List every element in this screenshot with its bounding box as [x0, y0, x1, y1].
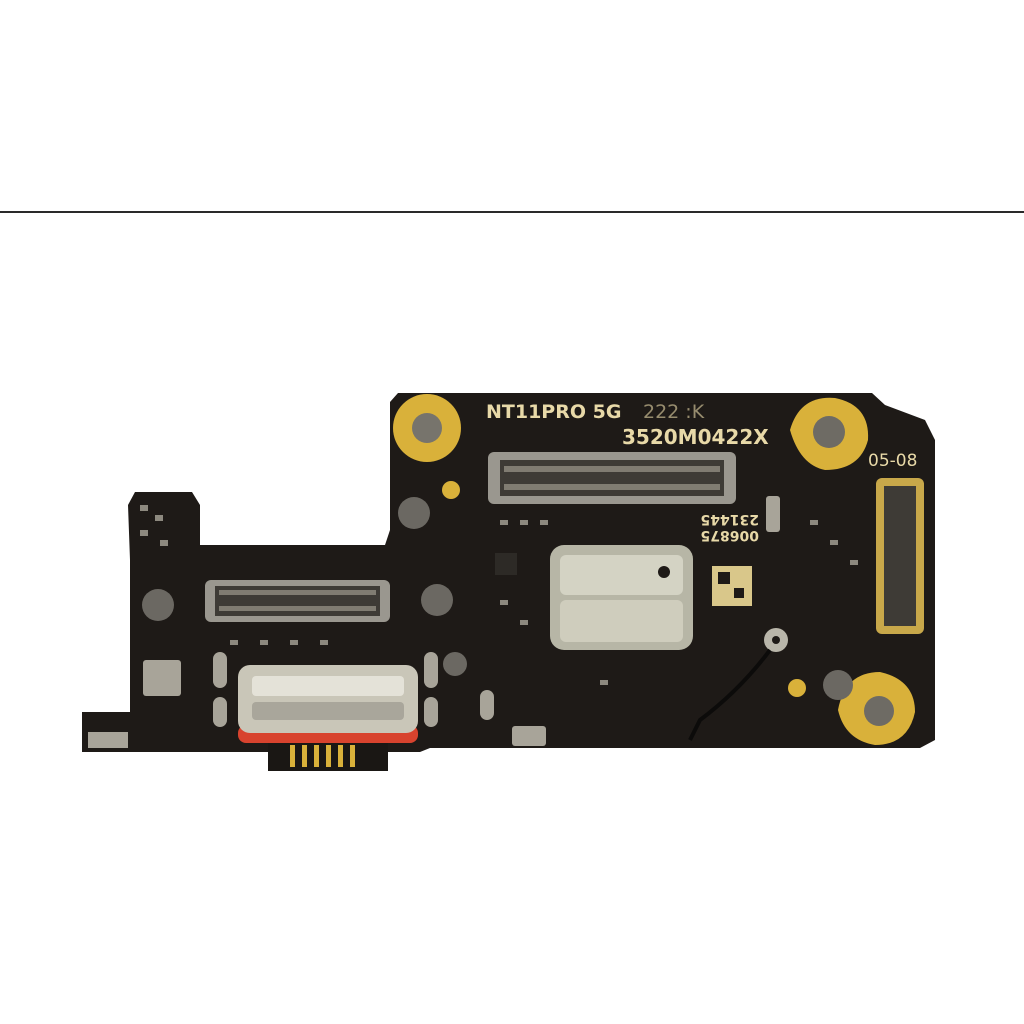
connector-right: [876, 478, 924, 634]
silk-date: 05-08: [868, 451, 917, 471]
holes: [142, 497, 853, 700]
silk-rotated-1: 006875: [701, 527, 759, 543]
connector-top: [488, 452, 736, 504]
silk-part-number: 3520M0422X: [622, 425, 769, 449]
divider-line: [0, 211, 1024, 213]
silk-rotated-2: 231445: [701, 511, 759, 527]
shield-can: [550, 545, 693, 650]
usb-c-port: [238, 665, 418, 771]
silk-code: 222 :K: [643, 401, 705, 423]
silk-model: NT11PRO 5G: [486, 401, 621, 423]
connector-left: [205, 580, 390, 622]
mounting-pad: [393, 394, 915, 745]
